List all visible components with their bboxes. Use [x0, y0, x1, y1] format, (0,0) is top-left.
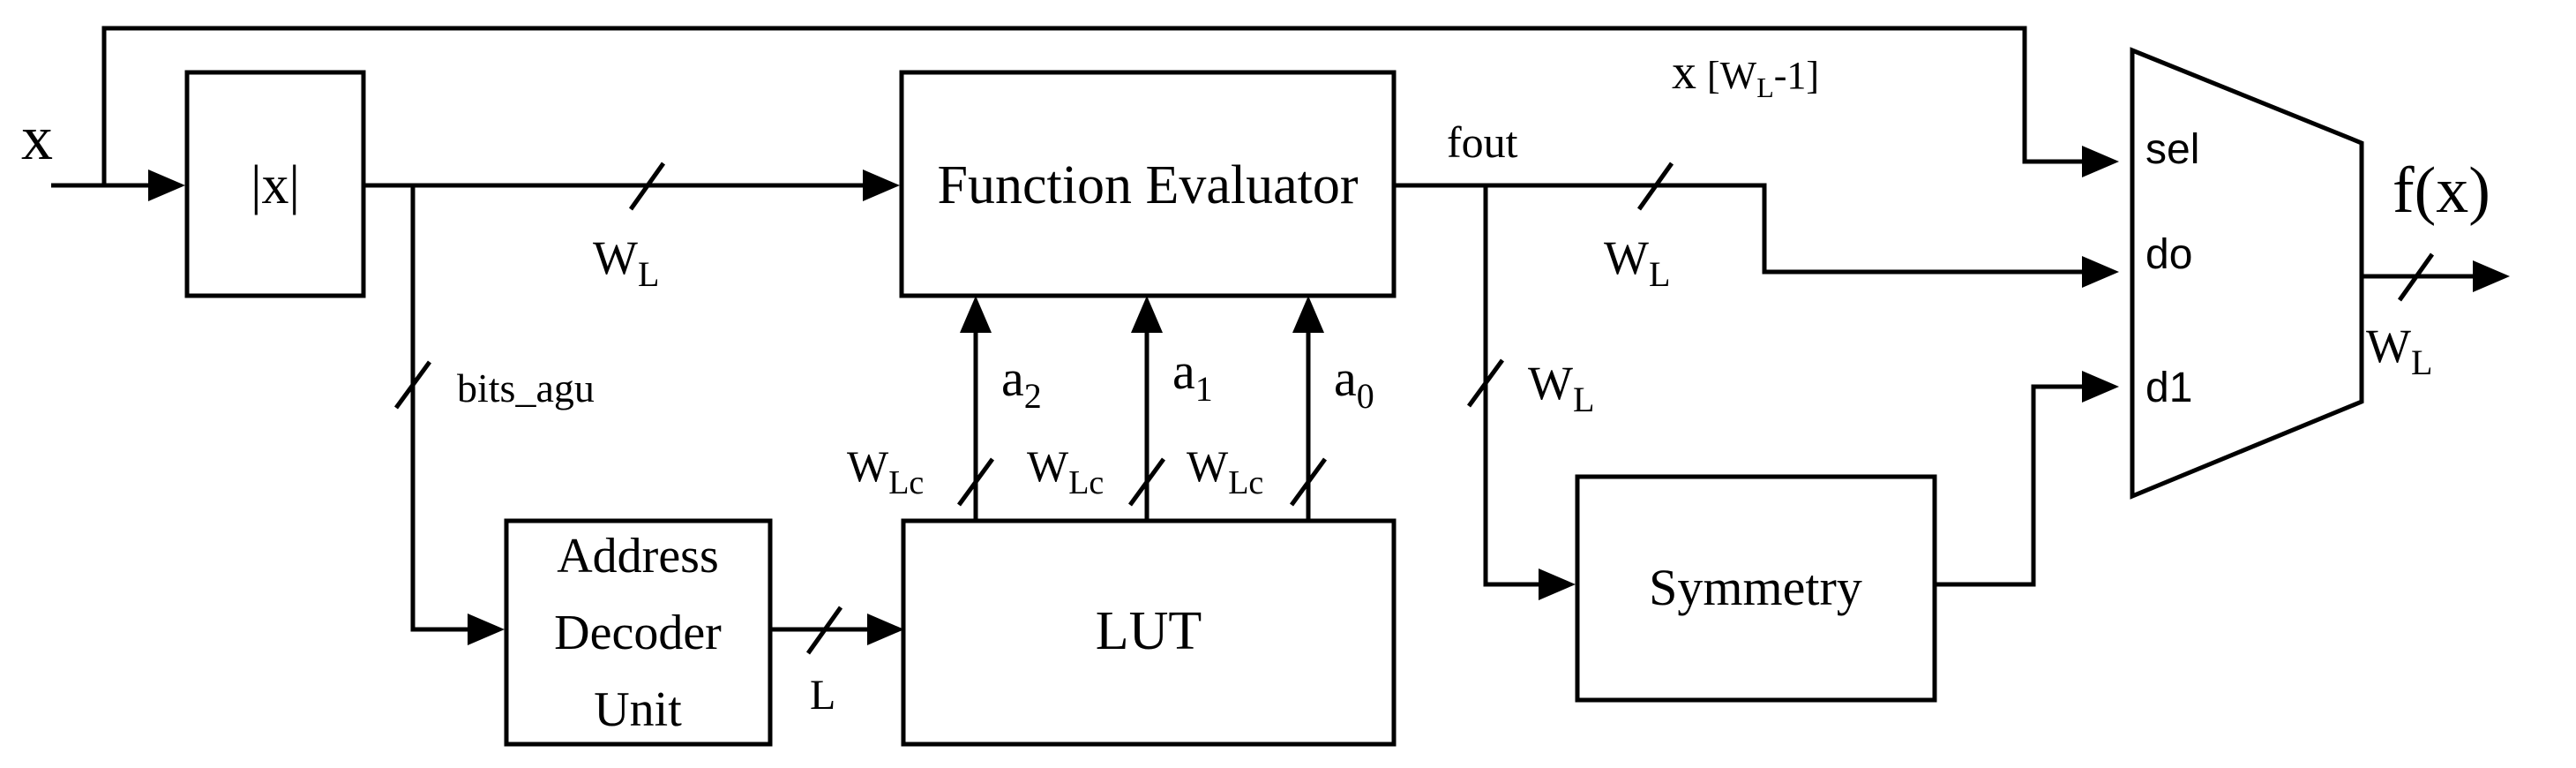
- a1-label: a1: [1172, 343, 1213, 409]
- arrowhead: [1131, 296, 1163, 333]
- arrowhead: [960, 296, 992, 333]
- bus-tick: [1636, 162, 1674, 211]
- mux-d0-label: do: [2145, 231, 2192, 278]
- wl-label-fout: WL: [1604, 231, 1670, 294]
- wl-label-abs-out: WL: [593, 231, 659, 294]
- bus-tick: [956, 457, 995, 507]
- wl-label-fout-branch: WL: [1528, 357, 1594, 419]
- function-evaluator-label: Function Evaluator: [938, 155, 1359, 215]
- wlc-label-a2: WLc: [847, 441, 924, 501]
- arrowhead: [863, 169, 900, 201]
- abs-block: [184, 70, 366, 298]
- wire-fout-to-d0: [1394, 183, 2084, 275]
- arrowhead: [148, 169, 185, 201]
- address-decoder-label-line2: Decoder: [554, 606, 722, 660]
- arrowhead: [2082, 256, 2119, 288]
- bus-tick: [2397, 252, 2435, 302]
- bits-agu-label: bits_agu: [457, 365, 595, 410]
- input-x-label: x: [21, 102, 53, 173]
- lut-block: [901, 518, 1397, 747]
- bus-tick: [805, 606, 843, 655]
- arrowhead: [468, 614, 505, 645]
- wire-bits-agu: [410, 185, 469, 632]
- bus-tick: [628, 162, 666, 211]
- wlc-label-a0: WLc: [1187, 441, 1263, 501]
- output-fx-label: f(x): [2393, 154, 2490, 227]
- arrowhead: [2082, 146, 2119, 177]
- abs-label: |x|: [251, 155, 300, 215]
- address-decoder-block: [504, 518, 773, 747]
- multiplexer-block: [2130, 47, 2364, 500]
- function-evaluator-block: [899, 70, 1397, 298]
- address-decoder-label-line1: Address: [557, 529, 719, 584]
- symmetry-block: [1575, 474, 1937, 703]
- bus-tick: [1289, 457, 1328, 507]
- arrowhead: [2082, 371, 2119, 403]
- wl-label-output: WL: [2366, 320, 2432, 382]
- arrowhead: [1292, 296, 1324, 333]
- sign-bit-label: x[WL-1]: [1672, 45, 1819, 103]
- l-label: L: [810, 672, 835, 719]
- wire-fout-to-symmetry: [1483, 185, 1540, 587]
- arrowhead: [867, 614, 904, 645]
- wire-sign-bit-to-sel: [101, 26, 2084, 185]
- a2-label: a2: [1001, 350, 1042, 416]
- bus-tick: [393, 360, 432, 410]
- bus-tick: [1466, 358, 1505, 408]
- lut-label: LUT: [1096, 601, 1202, 661]
- a0-label: a0: [1334, 350, 1374, 416]
- mux-sel-label: sel: [2145, 126, 2199, 173]
- wire-symmetry-to-d1: [1935, 384, 2084, 587]
- address-decoder-label-line3: Unit: [594, 682, 682, 737]
- bus-tick: [1127, 457, 1166, 507]
- symmetry-label: Symmetry: [1649, 559, 1862, 616]
- arrowhead: [1539, 568, 1576, 600]
- arrowhead: [2473, 260, 2510, 292]
- mux-d1-label: d1: [2145, 365, 2192, 411]
- wlc-label-a1: WLc: [1027, 441, 1104, 501]
- fout-label: fout: [1447, 117, 1518, 167]
